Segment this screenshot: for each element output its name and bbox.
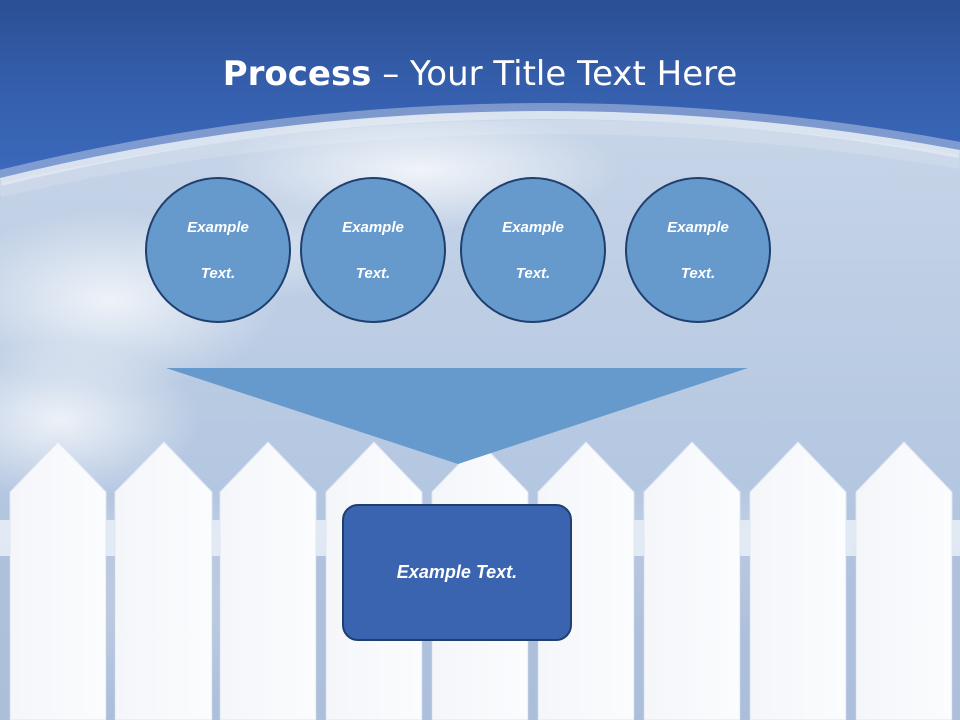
step-text-line2: Text.: [680, 264, 716, 282]
slide-title: Process – Your Title Text Here: [0, 52, 960, 96]
step-text-line2: Text.: [515, 264, 551, 282]
title-rest: – Your Title Text Here: [371, 54, 738, 94]
result-box: Example Text.: [342, 504, 572, 641]
step-text-line1: Example: [667, 218, 729, 236]
step-text-line1: Example: [502, 218, 564, 236]
step-text-line1: Example: [342, 218, 404, 236]
result-text: Example Text.: [396, 562, 518, 582]
title-bold: Process: [222, 54, 372, 94]
step-text-line2: Text.: [200, 264, 236, 282]
step-text-line2: Text.: [355, 264, 391, 282]
step-text-line1: Example: [187, 218, 249, 236]
